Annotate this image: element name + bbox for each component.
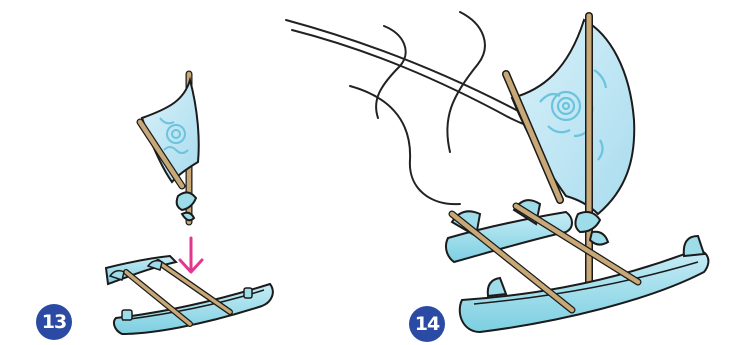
boat-base-13 [104,254,274,336]
sail-13 [140,76,200,184]
sail-assembly-14 [502,12,636,286]
step-number-badge: 13 [36,304,72,340]
sail-clip-14 [574,211,602,234]
sail-assembly-13 [136,70,200,226]
step-number-badge: 14 [409,306,445,342]
boat-base-14 [445,199,710,334]
sail-clip-13 [175,191,198,212]
step-14-illustration [445,12,710,334]
down-arrow-icon [178,236,204,274]
hull-14 [458,249,710,334]
sail-emblem-icon [159,117,189,154]
step-13-illustration [104,70,274,336]
